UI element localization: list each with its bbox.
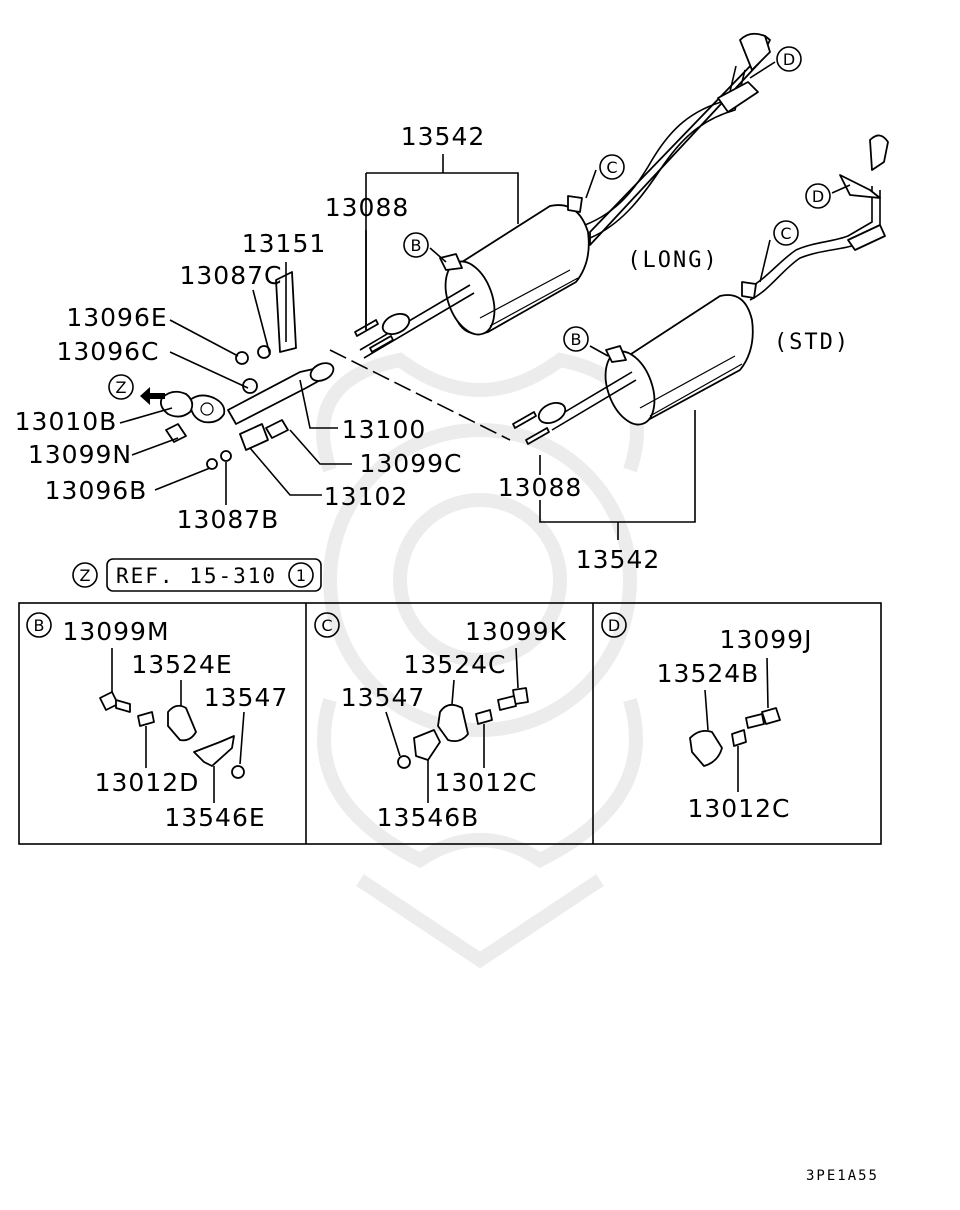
- detail-b-13099m: 13099M: [62, 617, 169, 646]
- label-13087b: 13087B: [177, 505, 280, 534]
- detail-b-13012d: 13012D: [95, 768, 200, 797]
- svg-text:C: C: [321, 616, 332, 635]
- detail-c-13547: 13547: [341, 683, 426, 712]
- detail-panels-frame: [18, 602, 882, 845]
- detail-d-panel: D 13099J 13524B 13012C: [601, 612, 813, 823]
- label-13151: 13151: [242, 229, 327, 258]
- label-13096e: 13096E: [66, 303, 167, 332]
- label-13100: 13100: [342, 415, 427, 444]
- detail-c-13099k: 13099K: [465, 617, 567, 646]
- detail-b-13524e: 13524E: [131, 650, 232, 679]
- label-13542-bottom: 13542: [576, 545, 661, 574]
- direction-arrow: [140, 387, 165, 405]
- svg-text:C: C: [780, 224, 791, 243]
- callout-d-std: D: [805, 183, 831, 209]
- detail-b-13546e: 13546E: [164, 803, 265, 832]
- muffler-std-assembly: [512, 134, 889, 445]
- detail-b-panel: B 13099M 13524E 13547 13012D 13546E: [26, 612, 289, 832]
- detail-c-13546b: 13546B: [377, 803, 480, 832]
- svg-text:B: B: [571, 330, 582, 349]
- label-13102: 13102: [324, 482, 409, 511]
- label-13096c: 13096C: [57, 337, 160, 366]
- detail-b-13547: 13547: [204, 683, 289, 712]
- svg-text:B: B: [411, 236, 422, 255]
- variant-std-label: (STD): [774, 330, 850, 355]
- svg-text:1: 1: [296, 566, 306, 585]
- svg-text:Z: Z: [116, 378, 127, 397]
- callout-c-std: C: [773, 220, 799, 246]
- reference-note: Z REF. 15-310 1: [72, 558, 322, 592]
- variant-long-label: (LONG): [627, 248, 718, 273]
- label-13099n: 13099N: [28, 440, 132, 469]
- svg-text:Z: Z: [80, 566, 91, 585]
- svg-text:D: D: [783, 50, 795, 69]
- detail-d-13099j: 13099J: [720, 625, 813, 654]
- detail-d-13012c: 13012C: [688, 794, 791, 823]
- svg-text:D: D: [608, 616, 620, 635]
- callout-b-long: B: [403, 232, 429, 258]
- label-13542-top: 13542: [401, 122, 486, 151]
- detail-c-13524c: 13524C: [404, 650, 507, 679]
- leader-lines: [119, 61, 851, 540]
- detail-d-13524b: 13524B: [657, 659, 760, 688]
- svg-text:REF. 15-310: REF. 15-310: [116, 564, 277, 588]
- label-13099c: 13099C: [360, 449, 463, 478]
- callout-c-long: C: [599, 154, 625, 180]
- callout-z-arrow: Z: [108, 374, 134, 400]
- svg-text:D: D: [812, 187, 824, 206]
- label-13087c: 13087C: [180, 261, 283, 290]
- label-13096b: 13096B: [45, 476, 148, 505]
- figure-code: 3PE1A55: [806, 1168, 879, 1184]
- watermark-emblem: [316, 352, 644, 969]
- muffler-long-assembly: [354, 32, 771, 359]
- callout-b-std: B: [563, 326, 589, 352]
- svg-text:C: C: [606, 158, 617, 177]
- front-pipe-assembly: [140, 271, 335, 470]
- label-13010b: 13010B: [15, 407, 118, 436]
- svg-text:B: B: [34, 616, 45, 635]
- detail-c-13012c: 13012C: [435, 768, 538, 797]
- callout-d-long: D: [776, 46, 802, 72]
- label-13088-top: 13088: [325, 193, 410, 222]
- label-13088-bottom: 13088: [498, 473, 583, 502]
- detail-c-panel: C 13099K 13524C 13547 13012C 13546B: [314, 612, 567, 832]
